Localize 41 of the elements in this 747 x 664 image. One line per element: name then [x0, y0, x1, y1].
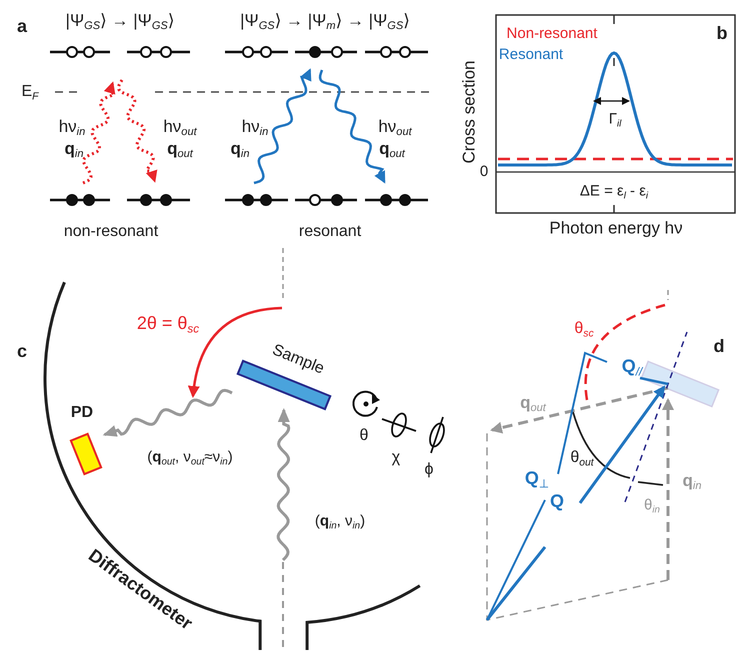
- vector-label: Q: [550, 492, 564, 512]
- panel-letter: a: [17, 17, 27, 37]
- angle-label: θ$_{sc}$: [574, 320, 594, 340]
- vector-label: Q$_{⊥}$: [524, 468, 550, 492]
- panel-letter: d: [714, 337, 724, 357]
- caption-text: resonant: [298, 223, 362, 241]
- axis-label: Photon energy hν: [549, 220, 683, 238]
- fermi-level-label: E$_{F}$: [21, 83, 39, 103]
- photon-label: q$_{in}$: [230, 140, 250, 160]
- legend-text: Non-resonant: [506, 26, 598, 42]
- photon-label: q$_{out}$: [379, 140, 405, 160]
- edge-label: (q$_{out}$, ν$_{out}$≈ν$_{in}$): [145, 448, 235, 468]
- photon-beam-arrow: [276, 408, 290, 562]
- caption-text: non-resonant: [64, 223, 158, 241]
- photon-label: hν$_{in}$: [242, 118, 268, 138]
- vector-label: q$_{out}$: [520, 394, 546, 414]
- photon-label: hν$_{in}$: [58, 118, 86, 138]
- angle-label: θ: [360, 427, 368, 445]
- edge-label: (q$_{in}$, ν$_{in}$): [312, 512, 368, 532]
- vector-label: Q$_{//}$: [622, 356, 642, 380]
- axis-tick-label: 0: [480, 164, 488, 180]
- angle-label: θ$_{in}$: [644, 498, 660, 516]
- photon-label: hν$_{out}$: [163, 118, 197, 138]
- vector-label: q$_{in}$: [682, 472, 702, 492]
- angle-label: ϕ: [424, 461, 434, 479]
- photon-label: q$_{out}$: [167, 140, 193, 160]
- panel-letter: c: [17, 342, 27, 362]
- panel-letter: b: [716, 24, 728, 44]
- detector-label: PD: [70, 404, 94, 422]
- legend-text: Resonant: [498, 46, 564, 64]
- photon-beam-arrow: [102, 388, 233, 437]
- state-label: |Ψ$_{GS}$⟩ → |Ψ$_{m}$⟩ → |Ψ$_{GS}$⟩: [240, 12, 410, 32]
- angle-label: 2θ = θ$_{sc}$: [136, 314, 200, 336]
- energy-label: ΔE = ε$_{l}$ - ε$_{i}$: [580, 184, 648, 202]
- state-label: |Ψ$_{GS}$⟩ → |Ψ$_{GS}$⟩: [66, 12, 174, 32]
- width-label: Γ$_{il}$: [608, 112, 622, 130]
- angle-label: θ$_{out}$: [570, 449, 594, 469]
- axis-label: Cross section: [460, 60, 480, 164]
- photon-label: q$_{in}$: [64, 140, 84, 160]
- angle-label: χ: [392, 449, 400, 467]
- photon-label: hν$_{out}$: [378, 118, 412, 138]
